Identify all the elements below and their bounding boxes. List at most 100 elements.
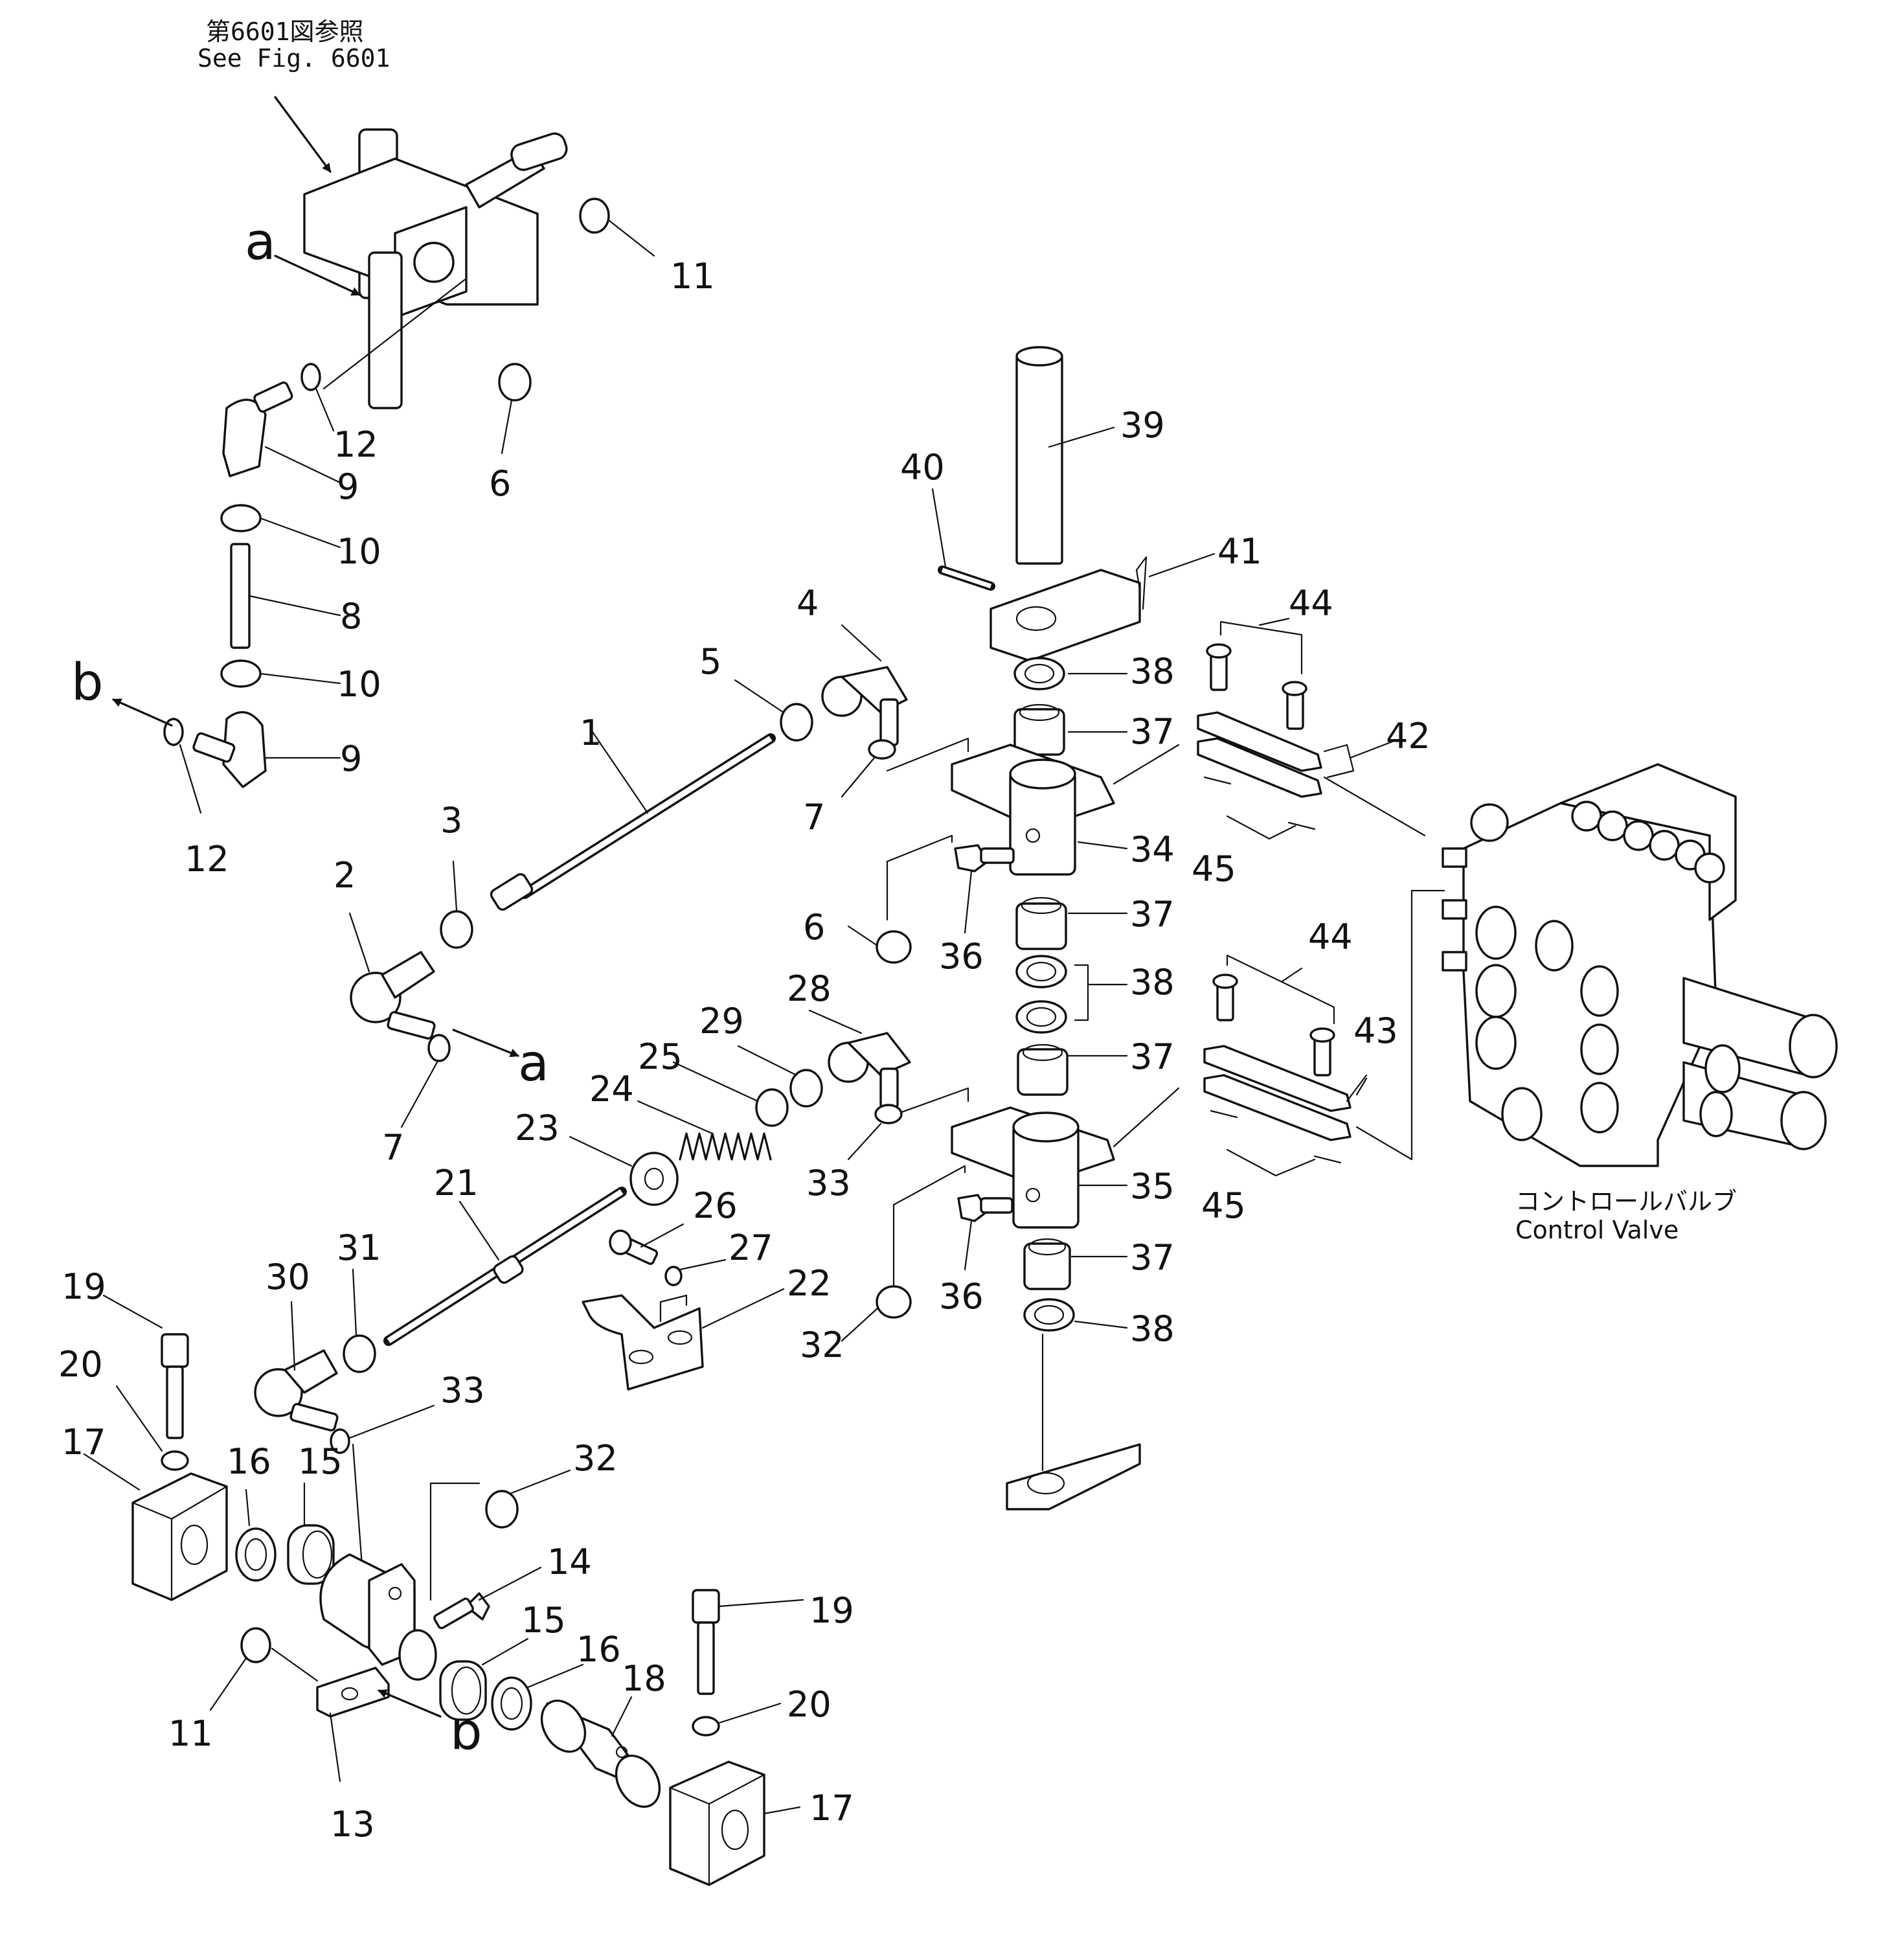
nut: [485, 1490, 519, 1529]
bushing: [1017, 1048, 1069, 1096]
bushing-15-left: [287, 1524, 335, 1585]
callout-6: 6: [489, 463, 511, 504]
callout-38: 38: [1130, 651, 1175, 692]
callout-37: 37: [1130, 1036, 1175, 1077]
callout-19: 19: [809, 1590, 854, 1631]
callout-36: 36: [939, 1276, 984, 1317]
callout-24: 24: [589, 1069, 634, 1110]
callout-44: 44: [1308, 917, 1353, 957]
lever-13: [316, 1553, 437, 1718]
callout-35: 35: [1130, 1166, 1175, 1207]
washer: [692, 1716, 720, 1737]
callout-1: 1: [580, 712, 602, 753]
lower-lever-plate: [1006, 1333, 1141, 1510]
callout-38: 38: [1130, 962, 1175, 1003]
nut: [876, 1285, 912, 1319]
callout-19: 19: [62, 1266, 106, 1307]
callout-4: 4: [797, 583, 819, 624]
ball-joint-28: [828, 1032, 911, 1109]
spring-24: [679, 1132, 772, 1161]
ball-joint-lower: [192, 711, 267, 788]
ball-joint-upper: [222, 382, 293, 477]
callout-38: 38: [1130, 1308, 1175, 1349]
callout-6: 6: [803, 907, 825, 948]
callout-29: 29: [699, 1001, 744, 1042]
callout-25: 25: [638, 1036, 683, 1077]
callout-41: 41: [1217, 531, 1262, 572]
callout-36: 36: [939, 936, 984, 977]
bolt-plate-set-upper: [1197, 617, 1394, 840]
callout-5: 5: [699, 641, 721, 682]
callout-8: 8: [340, 596, 362, 637]
washer: [300, 363, 321, 391]
callout-40: 40: [900, 447, 945, 488]
callout-15: 15: [298, 1441, 343, 1482]
bracket-34: [886, 737, 1180, 921]
nut: [343, 1334, 376, 1373]
upper-lever-plate: [990, 556, 1148, 662]
callout-16: 16: [227, 1441, 271, 1482]
bolt-19-left: [161, 1333, 189, 1439]
lever-assembly-upper: [303, 128, 568, 409]
bushing-15-right: [439, 1660, 487, 1721]
washer: [868, 739, 896, 760]
ball-joint-4: [821, 666, 908, 746]
callout-31: 31: [337, 1227, 381, 1268]
callout-27: 27: [729, 1227, 773, 1268]
callout-21: 21: [434, 1163, 479, 1203]
callout-9: 9: [340, 738, 362, 779]
reference-note: 第6601図参照 See Fig. 6601: [198, 17, 390, 173]
callout-22: 22: [787, 1263, 832, 1304]
seal-ring: [235, 1527, 277, 1582]
bushing: [1023, 1242, 1071, 1290]
grease-fitting-36-upper: [954, 844, 1015, 872]
seal-ring: [1015, 1000, 1067, 1034]
callout-14: 14: [547, 1542, 592, 1582]
seal-ring: [1023, 1298, 1075, 1332]
callout-17: 17: [62, 1422, 106, 1463]
seal-ring: [1015, 955, 1067, 988]
callout-17: 17: [809, 1788, 854, 1829]
callout-10: 10: [337, 531, 381, 572]
callout-18: 18: [622, 1658, 666, 1699]
callout-43: 43: [1353, 1010, 1398, 1051]
bolt-plate-set-lower: [1203, 954, 1368, 1177]
bolt-19-right: [692, 1589, 720, 1695]
callout-33: 33: [440, 1370, 485, 1411]
grease-fitting-36-lower: [957, 1194, 1013, 1222]
callout-9: 9: [337, 466, 359, 507]
callout-32: 32: [573, 1438, 618, 1479]
callout-2: 2: [334, 855, 356, 896]
washer: [427, 1034, 451, 1062]
bushing-stack-upper: [1013, 657, 1065, 756]
pin-40: [938, 565, 995, 591]
callout-32: 32: [800, 1325, 844, 1365]
callout-45: 45: [1192, 849, 1236, 889]
callout-37: 37: [1130, 1237, 1175, 1278]
callout-3: 3: [440, 800, 462, 841]
callout-7: 7: [803, 797, 825, 838]
callout-33: 33: [806, 1163, 851, 1203]
callout-10: 10: [337, 664, 381, 705]
seal-ring: [491, 1676, 532, 1731]
callout-12: 12: [185, 839, 229, 880]
rod-1: [490, 731, 776, 911]
nut: [780, 703, 813, 742]
callout-23: 23: [515, 1108, 560, 1148]
callout-20: 20: [58, 1344, 103, 1385]
washer: [161, 1450, 189, 1471]
callout-26: 26: [693, 1185, 738, 1226]
ball-joint-2: [350, 951, 436, 1040]
spring-seat: [629, 1152, 679, 1206]
control-valve-label-jp: コントロールバルブ: [1515, 1187, 1737, 1216]
nut: [220, 659, 262, 688]
grease-fitting-14: [433, 1592, 490, 1630]
washer: [874, 1104, 903, 1124]
callout-28: 28: [787, 968, 832, 1009]
reference-note-jp: 第6601図参照: [206, 17, 364, 46]
ball-joint-30: [254, 1349, 339, 1431]
nut: [240, 1627, 271, 1663]
callout-7: 7: [382, 1127, 404, 1168]
callout-11: 11: [670, 256, 715, 297]
